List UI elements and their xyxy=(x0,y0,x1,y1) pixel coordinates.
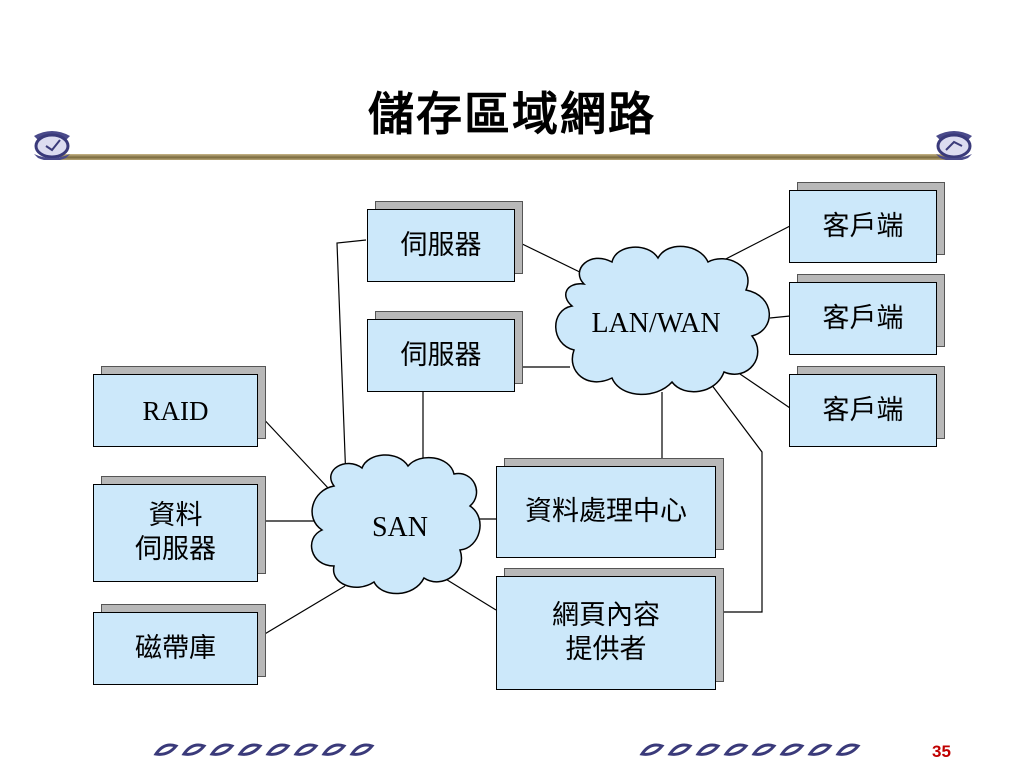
link-server1-san xyxy=(336,239,367,482)
link-lan-webprovider xyxy=(707,379,763,613)
server-node-1: 伺服器 xyxy=(367,209,515,282)
link-lan-client2 xyxy=(769,315,791,319)
san-cloud xyxy=(310,454,481,595)
left-ornament-icon xyxy=(30,128,74,161)
link-server1-lan xyxy=(513,239,591,278)
lan-wan-cloud xyxy=(555,245,770,395)
raid-node: RAID xyxy=(93,374,258,447)
server-node-2: 伺服器 xyxy=(367,319,515,392)
client-node-1: 客戶端 xyxy=(789,190,937,263)
right-ornament-icon xyxy=(932,128,976,161)
tape-library-node: 磁帶庫 xyxy=(93,612,258,685)
lan-wan-label: LAN/WAN xyxy=(591,308,721,339)
link-lan-client1 xyxy=(715,225,791,265)
slide-title: 儲存區域網路 xyxy=(368,87,656,141)
data-center-node: 資料處理中心 xyxy=(496,466,716,558)
client-node-2: 客戶端 xyxy=(789,282,937,355)
web-content-provider-node: 網頁內容 提供者 xyxy=(496,576,716,690)
link-san-raid xyxy=(257,412,330,490)
link-san-webprovider xyxy=(443,577,497,611)
right-chain-ornament-icon xyxy=(639,743,861,756)
data-server-node: 資料 伺服器 xyxy=(93,484,258,582)
client-node-3: 客戶端 xyxy=(789,374,937,447)
link-lan-client3 xyxy=(739,373,791,409)
link-san-tape xyxy=(257,585,346,639)
san-label: SAN xyxy=(371,512,428,543)
left-chain-ornament-icon xyxy=(153,743,375,756)
title-divider xyxy=(60,154,958,160)
page-number: 35 xyxy=(932,742,951,761)
